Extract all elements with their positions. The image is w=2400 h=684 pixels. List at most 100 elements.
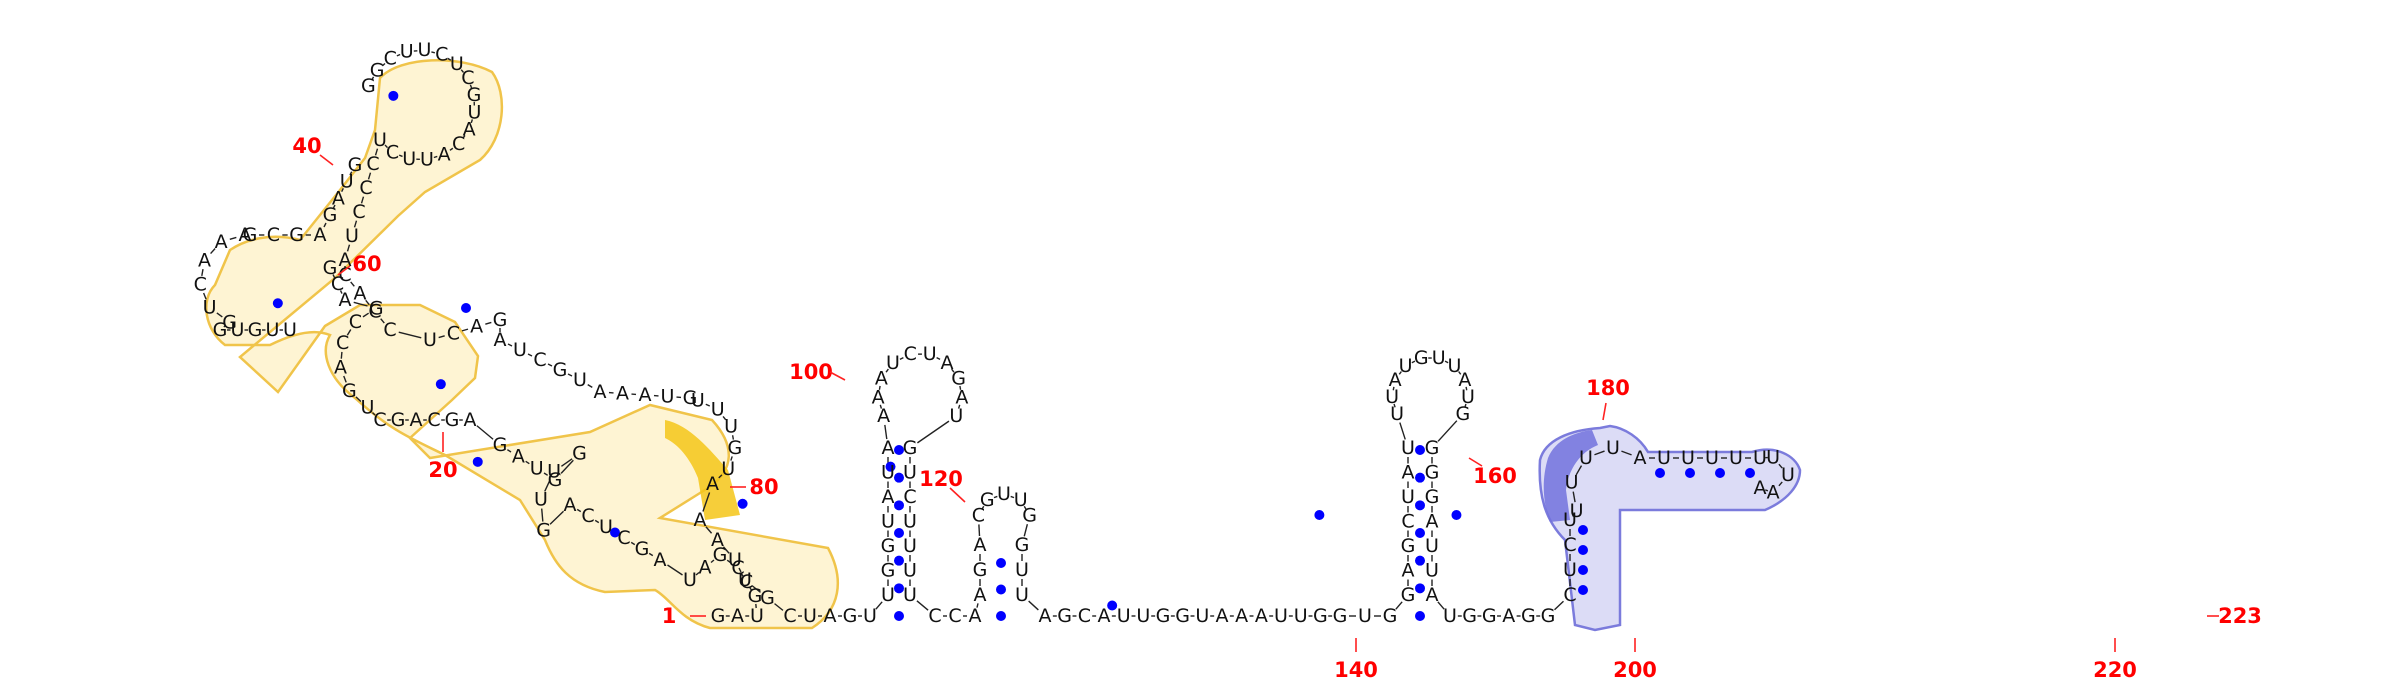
nucleotide: C bbox=[903, 486, 916, 508]
highlight-regions bbox=[205, 59, 1802, 632]
nucleotide: A bbox=[940, 352, 953, 374]
nucleotide: C bbox=[336, 332, 349, 354]
backbone-segment bbox=[485, 321, 492, 325]
base-pair-dot bbox=[894, 500, 904, 511]
nucleotide: U bbox=[1579, 447, 1593, 469]
position-tick-180 bbox=[1602, 402, 1607, 421]
nucleotide: U bbox=[903, 462, 917, 484]
nucleotide: U bbox=[530, 457, 544, 479]
backbone-segment bbox=[978, 524, 981, 537]
nucleotide: G bbox=[323, 204, 338, 226]
nucleotide: A bbox=[594, 381, 607, 403]
nucleotide: U bbox=[711, 399, 725, 421]
backbone-segment bbox=[1010, 495, 1015, 499]
nucleotide: U bbox=[423, 329, 437, 351]
nucleotide: A bbox=[470, 316, 483, 338]
nucleotide: U bbox=[468, 102, 482, 124]
nucleotide: A bbox=[1754, 477, 1767, 499]
base-pair-dot bbox=[1578, 525, 1588, 535]
base-pair-dot bbox=[610, 527, 620, 538]
backbone-segment bbox=[916, 600, 929, 611]
nucleotide: U bbox=[1766, 446, 1780, 468]
base-pair-dot bbox=[435, 379, 446, 390]
backbone-segment bbox=[560, 459, 574, 474]
nucleotide: C bbox=[617, 527, 630, 549]
backbone-segment bbox=[567, 373, 573, 377]
nucleotide: G bbox=[1156, 605, 1171, 627]
nucleotide: G bbox=[369, 297, 384, 319]
backbone-segment bbox=[460, 69, 465, 73]
nucleotide: G bbox=[348, 154, 363, 176]
nucleotide: U bbox=[1565, 472, 1579, 494]
backbone-segment bbox=[1572, 491, 1576, 503]
nucleotide: G bbox=[881, 560, 896, 582]
nucleotide: U bbox=[266, 319, 280, 341]
position-tick-60 bbox=[337, 265, 351, 276]
region-yellow bbox=[205, 59, 840, 630]
backbone-segment bbox=[749, 587, 753, 591]
nucleotide: U bbox=[903, 584, 917, 606]
backbone-segment bbox=[951, 368, 955, 373]
nucleotide: U bbox=[340, 171, 354, 193]
nucleotide: U bbox=[881, 584, 895, 606]
backbone-segment bbox=[730, 456, 733, 461]
base-pair-dot bbox=[1415, 528, 1425, 538]
nucleotide: U bbox=[803, 605, 817, 627]
backbone-segment bbox=[993, 495, 998, 499]
nucleotide: C bbox=[731, 557, 744, 579]
backbone-segment bbox=[1572, 514, 1575, 517]
nucleotide: C bbox=[1563, 584, 1576, 606]
base-pair-dot bbox=[996, 558, 1006, 568]
nucleotide: U bbox=[1117, 605, 1131, 627]
backbone-segment bbox=[1398, 371, 1402, 375]
nucleotide: A bbox=[438, 143, 451, 165]
base-pair-dot bbox=[1415, 445, 1425, 455]
backbone-segment bbox=[751, 585, 761, 593]
nucleotide: U bbox=[420, 149, 434, 171]
base-pair-dot bbox=[1578, 585, 1588, 595]
nucleotide: C bbox=[427, 409, 440, 431]
nucleotide: A bbox=[824, 605, 837, 627]
nucleotide: C bbox=[383, 319, 396, 341]
backbone-segment bbox=[362, 312, 370, 318]
nucleotide: U bbox=[903, 511, 917, 533]
nucleotide: U bbox=[1401, 486, 1415, 508]
base-pair-dot bbox=[885, 461, 896, 472]
backbone-segment bbox=[339, 290, 343, 294]
nucleotide: A bbox=[314, 224, 327, 246]
backbone-segment bbox=[447, 57, 452, 61]
nucleotide: G bbox=[711, 605, 726, 627]
nucleotide: U bbox=[1425, 560, 1439, 582]
nucleotide: G bbox=[1425, 486, 1440, 508]
backbone-segment bbox=[547, 363, 553, 367]
nucleotide: U bbox=[231, 319, 245, 341]
nucleotide: C bbox=[384, 48, 397, 70]
nucleotide: A bbox=[731, 605, 744, 627]
nucleotide: A bbox=[706, 473, 719, 495]
nucleotide: U bbox=[923, 343, 937, 365]
nucleotide: U bbox=[402, 148, 416, 170]
nucleotide: A bbox=[354, 282, 367, 304]
nucleotide: U bbox=[1358, 605, 1372, 627]
nucleotide: A bbox=[699, 557, 712, 579]
nucleotide: G bbox=[881, 535, 896, 557]
backbone-segment bbox=[527, 353, 533, 357]
backbone-segment bbox=[959, 385, 962, 390]
base-pair-dot bbox=[1415, 611, 1425, 621]
nucleotide: A bbox=[694, 509, 707, 531]
nucleotide: U bbox=[1606, 437, 1620, 459]
nucleotide: G bbox=[1482, 605, 1497, 627]
nucleotide: G bbox=[361, 75, 376, 97]
base-pair-dot bbox=[1685, 468, 1695, 478]
backbone-segment bbox=[738, 567, 742, 573]
backbone-segment bbox=[1778, 481, 1783, 487]
nucleotide: A bbox=[464, 409, 477, 431]
backbone-segment bbox=[1393, 403, 1396, 408]
nucleotide: G bbox=[951, 367, 966, 389]
nucleotide: U bbox=[691, 390, 705, 412]
backbone-segment bbox=[374, 148, 379, 156]
nucleotide: G bbox=[1425, 462, 1440, 484]
nucleotide: U bbox=[345, 225, 359, 247]
backbone-segment bbox=[380, 318, 385, 324]
nucleotide: C bbox=[740, 571, 753, 593]
